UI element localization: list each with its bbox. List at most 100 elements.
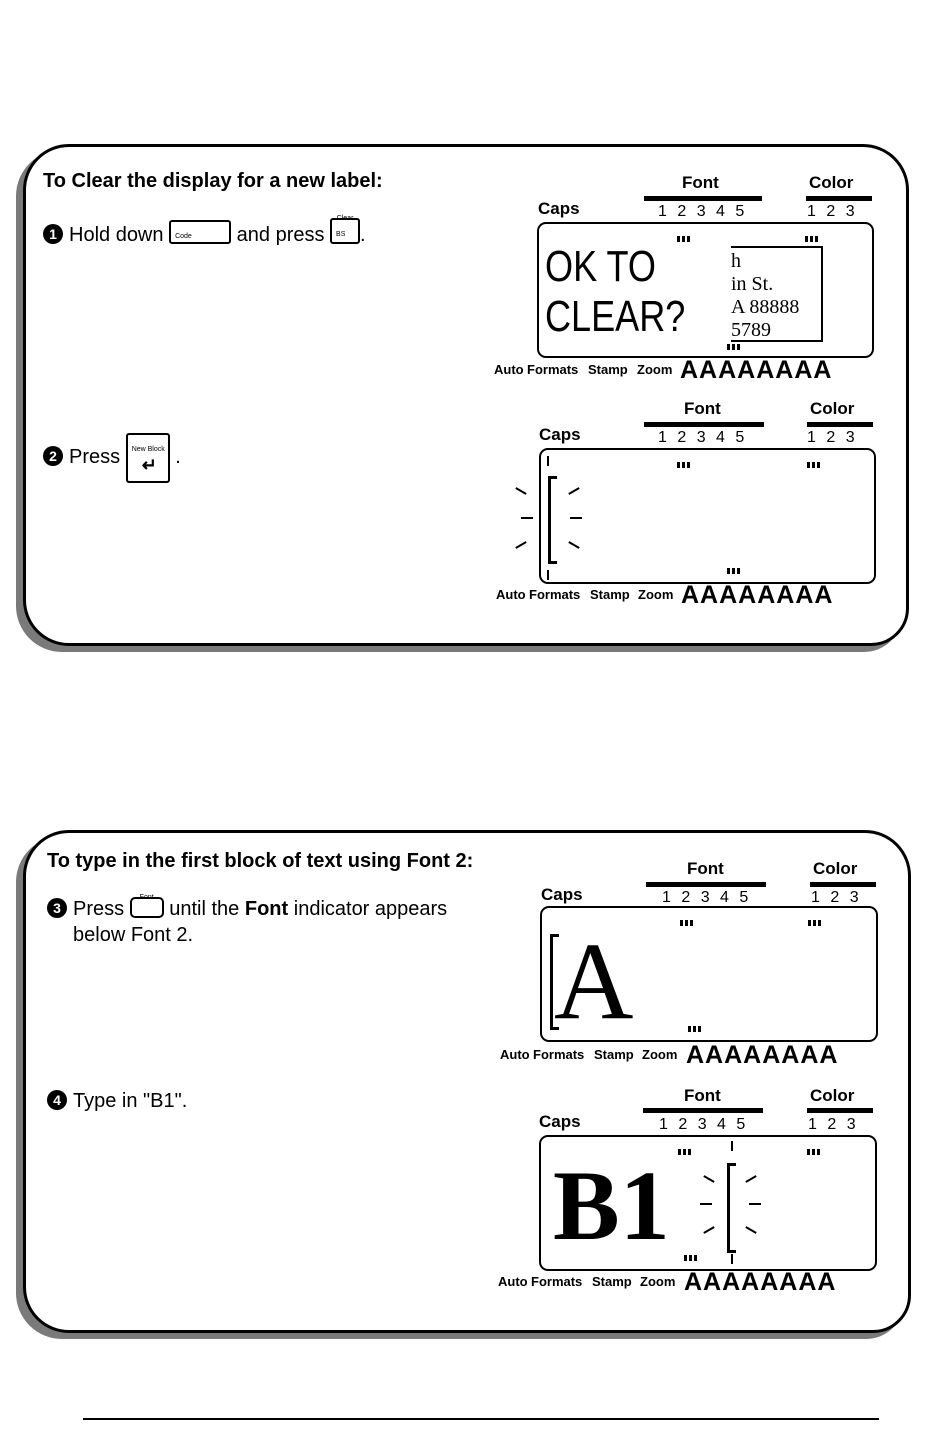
formats-label: Formats	[527, 362, 579, 377]
font-label: Font	[684, 399, 721, 418]
caps-indicator	[680, 920, 693, 926]
style-indicators: AAAAAAAA	[684, 1268, 837, 1296]
color-numbers: 1 2 3	[807, 429, 858, 446]
style-indicators: AAAAAAAA	[681, 581, 834, 609]
step-text: .	[360, 224, 366, 246]
step-text: Type in "B1".	[73, 1090, 188, 1112]
color-numbers: 1 2 3	[807, 203, 858, 220]
color-label: Color	[810, 1086, 855, 1105]
background-line: h	[731, 250, 741, 272]
color-numbers: 1 2 3	[811, 889, 862, 906]
lcd-display-2	[539, 448, 876, 584]
auto-label: Auto	[496, 587, 526, 602]
zoom-label: Zoom	[638, 587, 674, 602]
step-text: until the	[169, 898, 240, 920]
font-label: Font	[687, 859, 724, 878]
cursor-icon	[550, 934, 559, 1030]
font-indicator	[688, 1026, 701, 1032]
font-indicator	[727, 344, 740, 350]
display-text: B1	[553, 1150, 670, 1261]
display-text: A	[554, 920, 634, 1042]
new-block-key[interactable]: New Block ↵	[125, 433, 170, 483]
font-bar	[644, 422, 764, 427]
caps-indicator	[677, 236, 690, 242]
style-indicators: AAAAAAAA	[680, 356, 833, 384]
caps-indicator	[678, 1149, 691, 1155]
font-bar	[644, 196, 762, 201]
font-numbers: 1 2 3 4 5	[658, 429, 748, 446]
zoom-label: Zoom	[640, 1274, 676, 1289]
step-number: 4	[47, 1090, 67, 1110]
caps-label: Caps	[538, 199, 580, 218]
stamp-label: Stamp	[594, 1047, 634, 1062]
auto-label: Auto	[494, 362, 524, 377]
message-line: CLEAR?	[545, 292, 686, 341]
formats-label: Formats	[531, 1274, 583, 1289]
step-2: 2 Press New Block ↵ .	[43, 433, 181, 483]
auto-label: Auto	[500, 1047, 530, 1062]
stamp-label: Stamp	[588, 362, 628, 377]
panel-title: To Clear the display for a new label:	[43, 170, 383, 192]
font-key[interactable]: Font	[129, 894, 164, 918]
color-indicator	[808, 920, 821, 926]
color-label: Color	[809, 173, 854, 192]
step-3: 3 Press Font until the Font indicator app…	[47, 894, 448, 948]
font-bar	[643, 1108, 763, 1113]
step-text: Press	[69, 446, 121, 468]
message-line: OK TO	[545, 242, 656, 291]
zoom-label: Zoom	[642, 1047, 678, 1062]
step-text: .	[175, 446, 181, 468]
code-key[interactable]: Code	[169, 220, 232, 244]
step-number: 2	[43, 446, 63, 466]
key-label: BS	[336, 231, 346, 238]
font-bar	[646, 882, 766, 887]
step-text: indicator appears	[293, 898, 448, 920]
step-text: and press	[236, 224, 325, 246]
font-indicator	[684, 1255, 697, 1261]
font-indicator	[727, 568, 740, 574]
lcd-display-1: h in St. A 88888 5789 OK TO CLEAR?	[537, 222, 874, 358]
lcd-display-3: A	[540, 906, 878, 1042]
display-message: OK TO CLEAR?	[545, 242, 685, 342]
auto-label: Auto	[498, 1274, 528, 1289]
color-indicator	[805, 236, 818, 242]
footer-rule	[83, 1418, 879, 1420]
stamp-label: Stamp	[592, 1274, 632, 1289]
key-label: New Block	[131, 446, 165, 453]
font-label: Font	[682, 173, 719, 192]
color-bar	[807, 1108, 873, 1113]
panel-title: To type in the first block of text using…	[47, 850, 474, 872]
color-indicator	[807, 1149, 820, 1155]
formats-label: Formats	[529, 587, 581, 602]
key-top-label: Font	[139, 894, 154, 901]
style-indicators: AAAAAAAA	[686, 1041, 839, 1069]
stamp-label: Stamp	[590, 587, 630, 602]
caps-label: Caps	[539, 1112, 581, 1131]
color-bar	[806, 196, 872, 201]
background-line: in St.	[731, 273, 774, 295]
font-label: Font	[684, 1086, 721, 1105]
color-numbers: 1 2 3	[808, 1116, 859, 1133]
caps-indicator	[677, 462, 690, 468]
zoom-label: Zoom	[637, 362, 673, 377]
step-text: below Font 2.	[73, 924, 194, 946]
background-line: A 88888	[731, 296, 800, 318]
color-bar	[807, 422, 873, 427]
step-text-bold: Font	[244, 898, 289, 920]
color-label: Color	[810, 399, 855, 418]
color-indicator	[807, 462, 820, 468]
cursor-icon	[548, 476, 557, 564]
key-label: Code	[175, 233, 192, 240]
step-number: 1	[43, 224, 63, 244]
enter-icon: ↵	[141, 455, 157, 475]
color-bar	[810, 882, 876, 887]
color-label: Color	[813, 859, 858, 878]
step-text: Hold down	[69, 224, 164, 246]
step-4: 4 Type in "B1".	[47, 1088, 187, 1114]
step-text: Press	[73, 898, 125, 920]
font-numbers: 1 2 3 4 5	[659, 1116, 749, 1133]
font-numbers: 1 2 3 4 5	[662, 889, 752, 906]
caps-label: Caps	[539, 425, 581, 444]
step-number: 3	[47, 898, 67, 918]
